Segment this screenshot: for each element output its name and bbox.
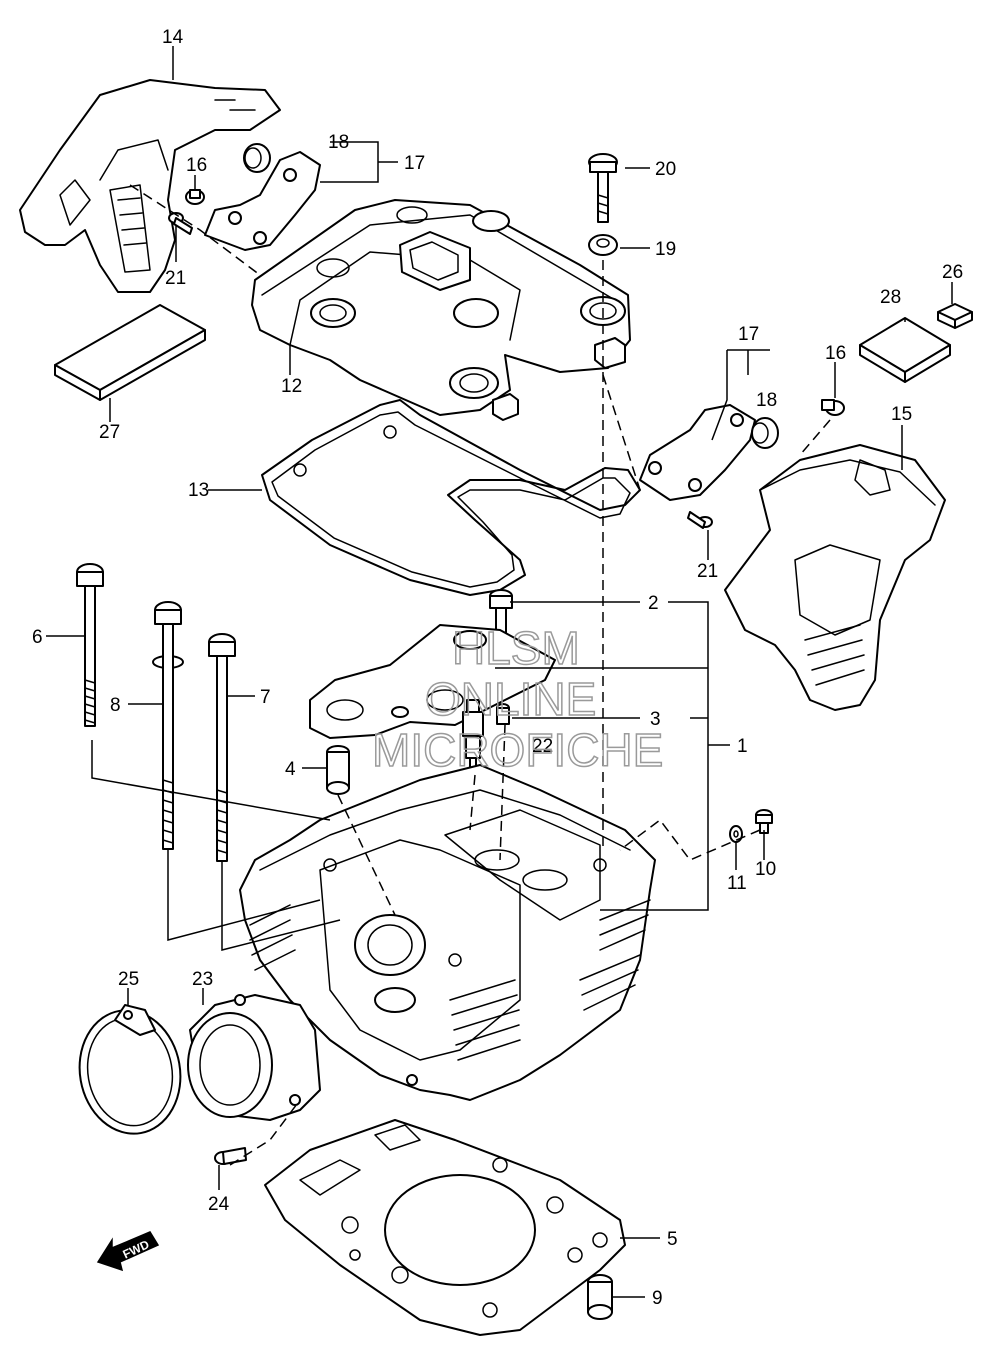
part-16-grommet-left <box>185 189 205 205</box>
callout-12: 12 <box>281 376 302 397</box>
leader-lines <box>46 46 953 1298</box>
callout-22: 22 <box>532 736 553 757</box>
callout-10: 10 <box>755 859 776 880</box>
part-18-grommet-right <box>751 417 779 449</box>
part-13-head-cover-gasket <box>261 399 641 596</box>
part-25-clamp <box>78 1004 182 1135</box>
callout-26: 26 <box>942 262 963 283</box>
callout-20: 20 <box>655 159 676 180</box>
part-26-cushion <box>937 303 973 329</box>
callout-numbers: 14 16 21 18 17 12 27 13 20 19 28 26 17 1… <box>32 27 963 1309</box>
callout-17-right: 17 <box>738 324 759 345</box>
callout-5: 5 <box>667 1229 678 1250</box>
callout-17-upper: 17 <box>404 153 425 174</box>
part-8-bolt <box>152 601 184 850</box>
fwd-arrow-icon: FWD <box>96 1231 160 1272</box>
part-17-bracket-upper <box>204 151 321 251</box>
callout-14: 14 <box>162 27 184 48</box>
callout-24: 24 <box>208 1194 230 1215</box>
part-19-washer <box>588 234 618 256</box>
part-15-head-cover-right <box>724 444 946 711</box>
callout-4: 4 <box>285 759 296 780</box>
callout-11: 11 <box>727 873 747 894</box>
callout-19: 19 <box>655 239 676 260</box>
callout-25: 25 <box>118 969 139 990</box>
fwd-label: FWD <box>121 1237 152 1261</box>
part-27-sheet <box>54 304 206 401</box>
callout-18-upper: 18 <box>328 132 349 153</box>
part-20-bolt <box>588 153 618 223</box>
watermark-line-3: MICROFICHE <box>372 724 663 776</box>
part-3-dowel <box>496 703 510 725</box>
part-28-sheet <box>859 317 951 383</box>
part-12-cylinder-head-cover <box>251 199 631 421</box>
callout-16-right: 16 <box>825 343 846 364</box>
callout-18-right: 18 <box>756 390 777 411</box>
part-7-bolt <box>208 633 236 862</box>
callout-21-right: 21 <box>697 561 718 582</box>
callout-28: 28 <box>880 287 901 308</box>
callout-1: 1 <box>737 736 748 757</box>
part-14-head-cover-left <box>19 79 281 293</box>
callout-3: 3 <box>650 709 661 730</box>
part-22-spark-plug <box>462 699 484 773</box>
part-24-screw <box>214 1147 247 1165</box>
callout-2: 2 <box>648 593 659 614</box>
callout-13: 13 <box>188 480 209 501</box>
part-21-bolt-left <box>168 212 193 235</box>
callout-15: 15 <box>891 404 912 425</box>
part-1-cylinder-head <box>239 764 656 1101</box>
callout-27: 27 <box>99 422 120 443</box>
callout-8: 8 <box>110 695 121 716</box>
callout-16-upper: 16 <box>186 155 207 176</box>
part-16-grommet-right <box>821 399 845 416</box>
callout-21-upper: 21 <box>165 268 186 289</box>
watermark: HLSM ONLINE MICROFICHE <box>371 621 664 777</box>
part-5-head-gasket <box>264 1119 626 1336</box>
part-21-bolt-right <box>687 511 713 529</box>
callout-6: 6 <box>32 627 43 648</box>
watermark-line-1: HLSM <box>452 622 580 674</box>
dashed-leader-lines <box>129 184 831 1166</box>
callout-23: 23 <box>192 969 213 990</box>
part-10-bolt <box>755 809 773 834</box>
camshaft-holder <box>309 624 556 739</box>
part-9-dowel <box>587 1274 613 1320</box>
part-23-intake-pipe <box>187 994 321 1121</box>
callout-9: 9 <box>652 1288 663 1309</box>
watermark-line-2: ONLINE <box>425 673 596 725</box>
part-17-bracket-right <box>639 404 756 501</box>
callout-7: 7 <box>260 687 271 708</box>
part-4-guide <box>326 745 350 795</box>
part-18-grommet-upper <box>243 143 271 173</box>
part-6-bolt <box>76 563 104 727</box>
